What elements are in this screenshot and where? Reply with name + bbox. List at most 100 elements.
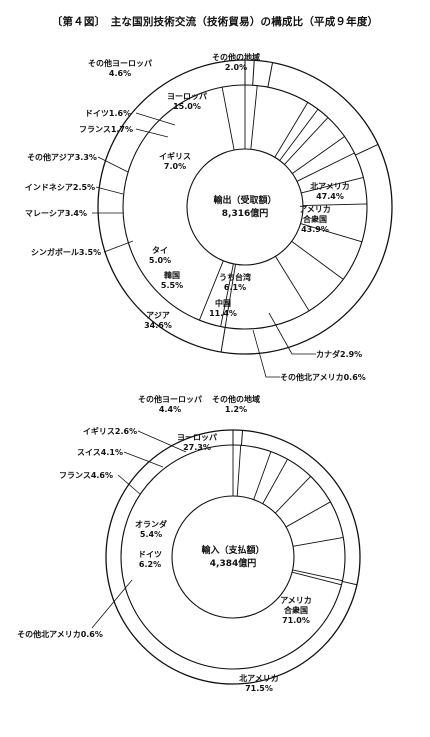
import-label-8-line-0: アメリカ	[280, 596, 312, 605]
export-outer-divider	[355, 143, 379, 156]
import-label-0-line-0: その他ヨーロッパ	[138, 394, 202, 404]
export-label-4-line-0: フランス1.7%	[79, 125, 133, 134]
import-label-4-line-0: スイス4.1%	[77, 448, 123, 457]
import-label-9-line-0: その他北アメリカ0.6%	[17, 629, 103, 639]
export-label-9: シンガポール3.5%	[31, 247, 101, 257]
import-label-5-line-0: フランス4.6%	[59, 471, 113, 480]
export-label-17-line-0: カナダ2.9%	[316, 349, 362, 359]
export-slice-14	[250, 85, 258, 150]
import-label-3: イギリス2.6%	[83, 426, 137, 436]
export-label-2-line-1: 15.0%	[173, 102, 201, 111]
export-slice-10	[292, 136, 345, 174]
export-leader-3	[135, 112, 176, 126]
export-label-1-line-1: 4.6%	[109, 69, 131, 78]
import-center-label: 輸入（支払額）	[201, 544, 264, 556]
import-outer-divider	[240, 430, 244, 446]
import-label-6-line-0: オランダ	[135, 519, 167, 529]
export-label-17: カナダ2.9%	[316, 349, 362, 359]
export-label-1-line-0: その他ヨーロッパ	[88, 58, 152, 68]
export-leader-6	[97, 156, 129, 173]
export-outer-divider	[220, 327, 226, 353]
figure-title: 〔第４図〕 主な国別技術交流（技術貿易）の構成比（平成９年度）	[51, 16, 379, 28]
export-leader-9	[103, 240, 134, 253]
export-outer-divider	[267, 62, 274, 88]
export-slice-8	[301, 176, 364, 194]
export-leader-4	[135, 128, 169, 138]
export-slice-13	[274, 102, 309, 158]
export-label-16-line-0: アメリカ	[299, 205, 331, 214]
export-label-18: その他北アメリカ0.6%	[280, 372, 366, 382]
export-label-8: マレーシア3.4%	[25, 209, 87, 218]
export-label-12-line-0: うち台湾	[219, 272, 251, 282]
import-label-7-line-0: ドイツ	[138, 550, 162, 559]
import-slice-1	[291, 571, 342, 586]
export-center-value: 8,316億円	[222, 207, 268, 219]
export-slice-11	[284, 117, 329, 165]
export-slice-15	[221, 87, 235, 151]
export-label-10-line-1: 5.0%	[149, 256, 171, 265]
export-label-11-line-1: 5.5%	[161, 281, 183, 290]
export-slice-1	[198, 260, 224, 321]
export-slice-12	[279, 108, 319, 161]
export-slice-3	[224, 264, 237, 328]
import-label-9: その他北アメリカ0.6%	[17, 629, 103, 639]
import-center-value: 4,384億円	[210, 557, 256, 569]
export-label-4: フランス1.7%	[79, 125, 133, 134]
export-label-5-line-1: 7.0%	[164, 162, 186, 171]
import-slice-4	[285, 501, 331, 528]
export-center-label: 輸出（受取額）	[213, 194, 276, 206]
export-leader-17	[268, 312, 316, 355]
export-label-7: インドネシア2.5%	[25, 182, 95, 192]
import-leader-4	[123, 451, 164, 468]
import-label-5: フランス4.6%	[59, 471, 113, 480]
export-label-15-line-1: 47.4%	[316, 192, 344, 201]
import-label-4: スイス4.1%	[77, 448, 123, 457]
import-label-3-line-0: イギリス2.6%	[83, 426, 137, 436]
import-label-0-line-1: 4.4%	[159, 405, 181, 414]
export-slice-4	[275, 256, 310, 312]
export-label-0-line-1: 2.0%	[225, 63, 247, 72]
import-label-8-line-1: 合衆国	[283, 605, 308, 615]
export-label-9-line-0: シンガポール3.5%	[31, 247, 101, 257]
export-label-8-line-0: マレーシア3.4%	[25, 209, 87, 218]
import-label-8-line-2: 71.0%	[282, 616, 310, 625]
import-label-7-line-1: 6.2%	[139, 560, 161, 569]
import-center-circle	[171, 495, 295, 619]
export-label-16-line-1: 合衆国	[302, 214, 327, 224]
export-slice-7	[302, 203, 367, 206]
export-label-12-line-1: 6.1%	[224, 283, 246, 292]
export-label-7-line-0: インドネシア2.5%	[25, 182, 95, 192]
export-slice-5	[291, 241, 344, 280]
import-leader-9	[91, 579, 133, 629]
export-label-18-line-0: その他北アメリカ0.6%	[280, 372, 366, 382]
import-outer-divider	[342, 580, 358, 586]
export-label-3-line-0: ドイツ1.6%	[85, 109, 131, 118]
export-label-11-line-0: 韓国	[164, 270, 180, 280]
export-label-6: その他アジア3.3%	[27, 152, 97, 162]
export-label-14-line-1: 34.6%	[144, 321, 172, 330]
import-label-6-line-1: 5.4%	[140, 530, 162, 539]
import-slice-6	[262, 458, 288, 504]
import-leader-5	[117, 474, 141, 495]
export-label-6-line-0: その他アジア3.3%	[27, 152, 97, 162]
export-label-14-line-0: アジア	[146, 311, 170, 320]
import-label-1-line-0: その他の地域	[212, 394, 260, 404]
import-label-10-line-1: 71.5%	[245, 684, 273, 693]
